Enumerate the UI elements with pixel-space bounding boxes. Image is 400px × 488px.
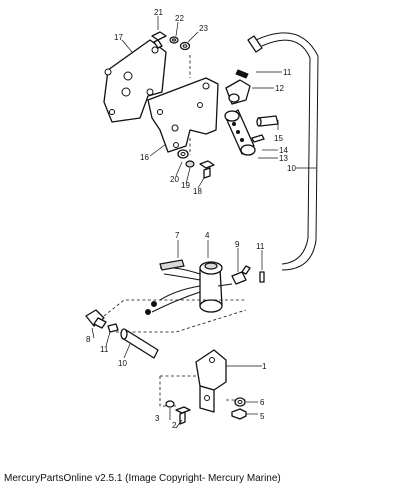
callout-19: 19 [181,181,190,190]
callout-11-right: 11 [256,242,265,251]
callout-1: 1 [262,362,267,371]
callout-21: 21 [154,8,163,17]
mounting-bracket-16[interactable] [147,77,219,153]
elbow-fitting-9[interactable] [231,265,251,285]
wire-harness[interactable] [145,285,201,315]
washer-22[interactable] [169,36,179,44]
callout-18: 18 [193,187,202,196]
cap-11-right[interactable] [259,271,265,283]
callout-15: 15 [274,134,283,143]
washer-6[interactable] [234,397,246,407]
parts-diagram: 21 22 23 17 11 12 15 14 13 10 16 20 19 1… [85,8,319,430]
callout-11-left: 11 [100,345,109,354]
solenoid-4[interactable] [199,261,233,313]
callout-22: 22 [175,14,184,23]
callout-5: 5 [260,412,265,421]
filter-body-13[interactable] [224,109,256,156]
callout-12: 12 [275,84,284,93]
hose-15[interactable] [256,115,279,127]
washer-3[interactable] [165,400,175,408]
cap-11-top[interactable] [235,69,249,79]
callout-9: 9 [235,240,240,249]
screw-21[interactable] [151,31,167,49]
callout-16: 16 [140,153,149,162]
tube-10-lower[interactable] [120,328,159,359]
callout-8: 8 [86,335,91,344]
callout-labels: 21 22 23 17 11 12 15 14 13 10 16 20 19 1… [86,8,296,430]
callout-13: 13 [279,154,288,163]
bracket-1[interactable] [195,349,227,413]
callout-10-lower: 10 [118,359,127,368]
callout-2: 2 [172,421,177,430]
washer-19[interactable] [185,160,195,168]
hose-10[interactable] [247,32,319,271]
callout-20: 20 [170,175,179,184]
washer-20[interactable] [177,149,189,159]
callout-10: 10 [287,164,296,173]
washer-23[interactable] [179,41,191,51]
callout-17: 17 [114,33,123,42]
wire-7[interactable] [159,259,201,281]
fitting-14[interactable] [251,134,265,143]
screw-2[interactable] [175,406,191,425]
image-caption: MercuryPartsOnline v2.5.1 (Image Copyrig… [4,473,281,484]
leader-lines [91,16,316,429]
callout-7: 7 [175,231,180,240]
screw-18[interactable] [199,160,215,179]
callout-6: 6 [260,398,265,407]
callout-11-top: 11 [283,68,292,77]
cap-11-left[interactable] [107,323,119,333]
callout-3: 3 [155,414,160,423]
callout-23: 23 [199,24,208,33]
fitting-8[interactable] [85,309,107,329]
nut-5[interactable] [231,408,247,420]
fitting-12[interactable] [225,79,251,105]
callout-14: 14 [279,146,288,155]
callout-4: 4 [205,231,210,240]
